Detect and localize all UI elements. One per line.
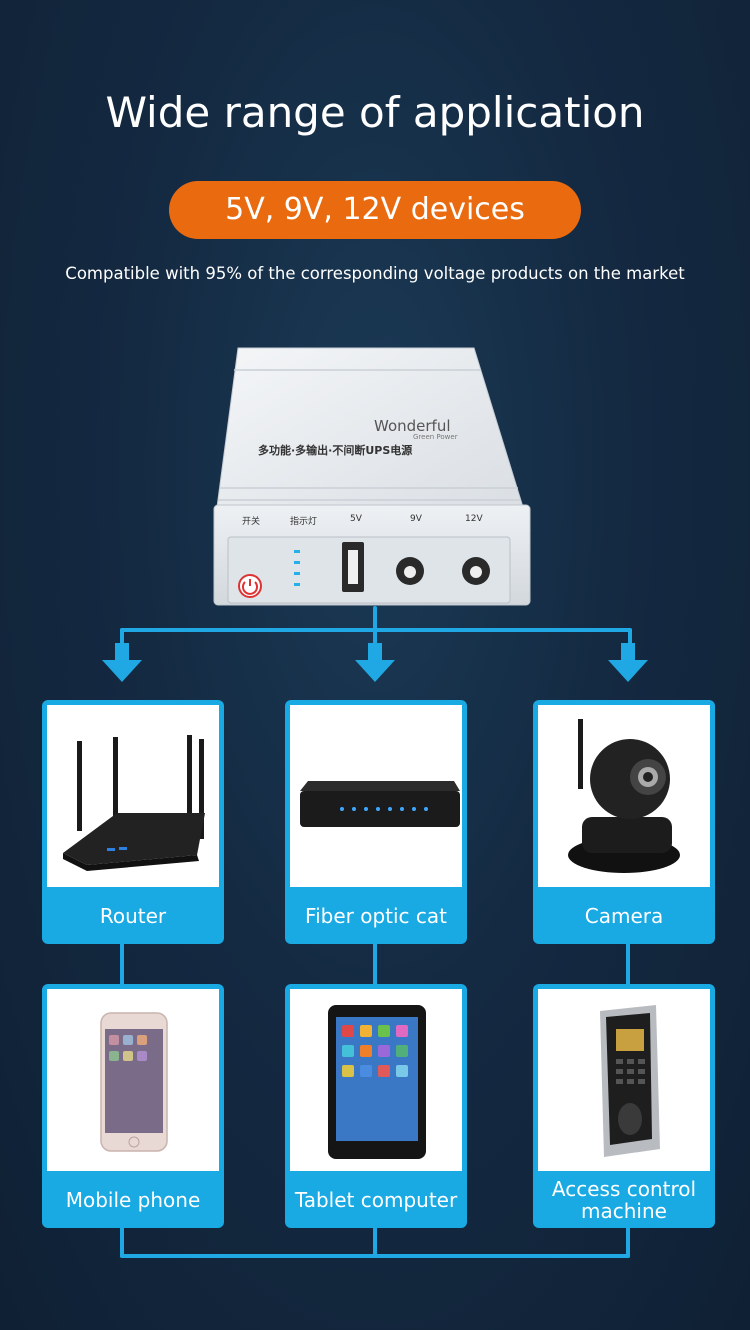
tablet-computer-icon — [290, 989, 462, 1171]
card-label: Access control machine — [551, 1176, 697, 1223]
arrow-middle-head — [355, 660, 395, 682]
fiber-optic-cat-icon — [290, 705, 462, 887]
device-brand: Wonderful — [374, 417, 451, 435]
bottom-right-drop — [626, 1224, 630, 1258]
ups-device-image — [213, 347, 531, 606]
voltage-badge: 5V, 9V, 12V devices — [169, 181, 581, 239]
arrow-middle — [368, 643, 382, 661]
card-tablet-computer: Tablet computer — [285, 984, 467, 1228]
access-control-machine-icon — [538, 989, 710, 1171]
link-left — [120, 942, 124, 986]
camera-icon — [538, 705, 710, 887]
mobile-phone-icon — [47, 989, 219, 1171]
card-label: Camera — [584, 903, 664, 928]
router-icon — [47, 705, 219, 887]
port-label-12v: 12V — [465, 514, 483, 524]
port-label-9v: 9V — [410, 514, 422, 524]
card-label: Router — [99, 903, 167, 928]
arrow-left-head — [102, 660, 142, 682]
bottom-middle-drop — [373, 1224, 377, 1258]
compatibility-subtitle: Compatible with 95% of the corresponding… — [65, 264, 685, 283]
card-router: Router — [42, 700, 224, 944]
link-right — [626, 942, 630, 986]
card-fiber-optic-cat: Fiber optic cat — [285, 700, 467, 944]
card-label: Fiber optic cat — [305, 903, 447, 928]
device-brand-sub: Green Power — [413, 433, 458, 441]
arrow-right — [621, 643, 635, 661]
card-camera: Camera — [533, 700, 715, 944]
arrow-left — [115, 643, 129, 661]
bottom-bar — [120, 1254, 630, 1258]
port-label-switch: 开关 — [242, 517, 261, 527]
port-label-5v: 5V — [350, 514, 362, 524]
card-label: Tablet computer — [294, 1187, 458, 1212]
port-label-indicator: 指示灯 — [290, 517, 318, 527]
device-model-line: 多功能·多输出·不间断UPS电源 — [258, 444, 413, 457]
card-mobile-phone: Mobile phone — [42, 984, 224, 1228]
link-middle — [373, 942, 377, 986]
page-title: Wide range of application — [105, 88, 645, 137]
card-label: Mobile phone — [65, 1187, 201, 1212]
bottom-left-drop — [120, 1224, 124, 1258]
card-access-control-machine: Access control machine — [533, 984, 715, 1228]
arrow-right-head — [608, 660, 648, 682]
connector-stem — [373, 606, 377, 632]
